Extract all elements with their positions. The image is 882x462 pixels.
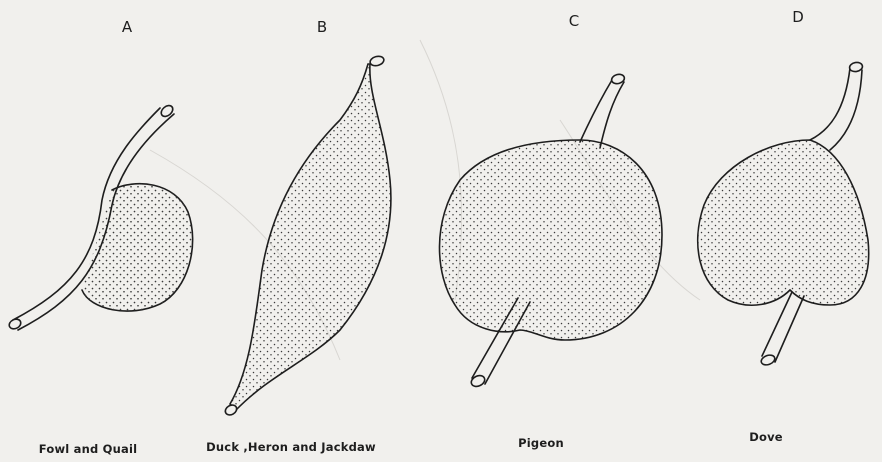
figure-caption-b: Duck ,Heron and Jackdaw — [206, 440, 376, 454]
crop-figure-a — [8, 103, 193, 330]
crop-d-opening-top — [849, 61, 863, 72]
figure-letter-a: A — [122, 18, 132, 36]
crop-b-sac — [230, 64, 391, 410]
figure-caption-a: Fowl and Quail — [39, 442, 137, 456]
crop-c-sac — [439, 140, 662, 340]
crop-c-tube-top — [580, 80, 624, 148]
figure-letter-b: B — [317, 18, 327, 36]
figure-caption-d: Dove — [749, 430, 783, 444]
crop-b-opening-top — [369, 55, 385, 67]
crop-d-tube-top — [810, 68, 862, 150]
figure-letter-d: D — [792, 8, 804, 26]
crop-c-opening-bottom — [470, 374, 487, 389]
crop-figure-d — [698, 61, 869, 366]
figure-caption-c: Pigeon — [518, 436, 564, 450]
crop-d-sac — [698, 140, 869, 305]
figure-letter-c: C — [569, 12, 579, 30]
crop-figure-c — [439, 73, 662, 389]
crop-figure-b — [224, 55, 391, 417]
